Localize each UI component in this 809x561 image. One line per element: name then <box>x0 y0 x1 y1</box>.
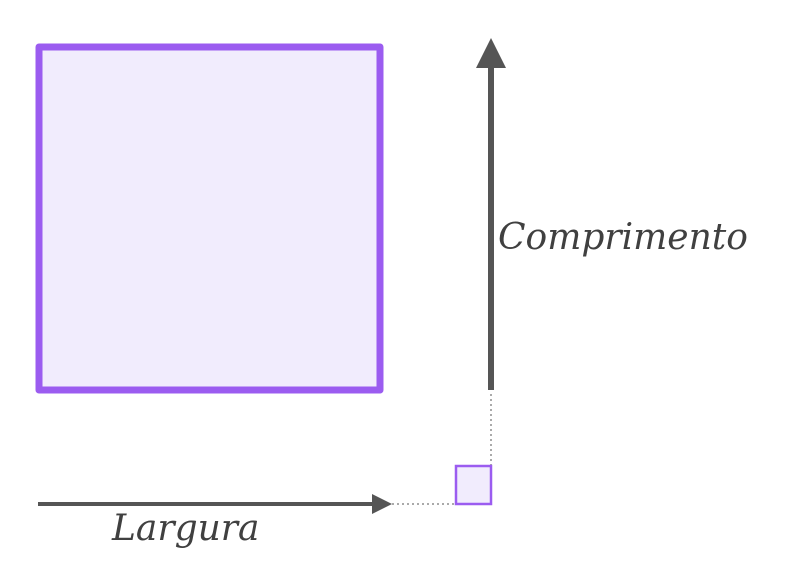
width-label: Largura <box>111 508 259 549</box>
unit-square <box>454 464 493 506</box>
large-square <box>35 43 384 394</box>
length-label: Comprimento <box>498 217 748 258</box>
